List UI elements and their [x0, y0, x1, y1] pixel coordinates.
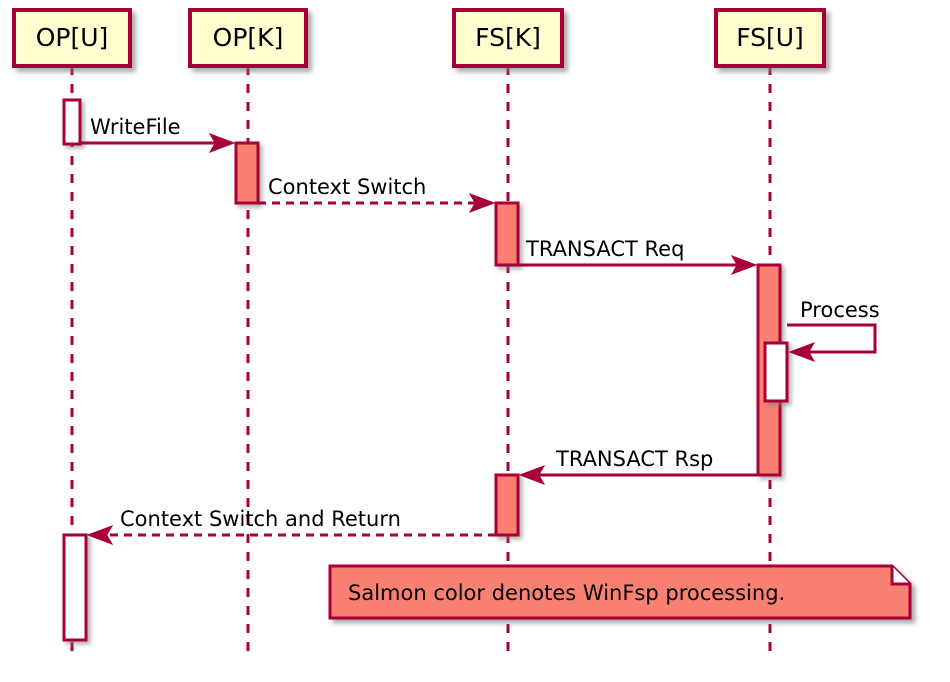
activation-bar-act-fs-u-2-nested [763, 341, 789, 403]
participant-op-k[interactable]: OP[K] [188, 8, 308, 68]
activation-bar-act-fs-k-1 [494, 201, 520, 267]
arrowhead [518, 465, 546, 485]
note-fold-corner-icon [890, 566, 910, 586]
message-label: Context Switch [268, 175, 426, 199]
note-body [328, 564, 912, 620]
arrowhead [788, 342, 816, 362]
notes-group: Salmon color denotes WinFsp processing. [328, 564, 912, 620]
participant-box [12, 8, 132, 68]
participant-box [452, 8, 564, 68]
message-label: Context Switch and Return [120, 507, 401, 531]
arrowhead [86, 525, 114, 545]
message-msg-context-switch[interactable]: Context Switch [258, 175, 496, 213]
participant-label: FS[K] [475, 23, 541, 52]
participants-group: OP[U] OP[K] FS[K] FS[U] [12, 8, 826, 68]
activation-bar-act-op-k-1 [234, 141, 260, 205]
participant-label: OP[K] [213, 23, 284, 52]
arrowhead [730, 255, 758, 275]
message-msg-process[interactable]: Process [787, 298, 880, 362]
participant-box [188, 8, 308, 68]
note-text: Salmon color denotes WinFsp processing. [348, 581, 785, 605]
participant-label: OP[U] [36, 23, 109, 52]
message-msg-transact-req[interactable]: TRANSACT Req [518, 237, 758, 275]
participant-op-u[interactable]: OP[U] [12, 8, 132, 68]
activation-bar-act-op-u-2 [62, 533, 88, 642]
message-label: TRANSACT Req [525, 237, 684, 261]
activation-bar-act-op-u-1 [62, 98, 82, 146]
arrowhead [208, 133, 236, 153]
participant-box [714, 8, 826, 68]
lifelines-group [70, 66, 772, 652]
participant-fs-u[interactable]: FS[U] [714, 8, 826, 68]
message-self-loop [787, 323, 877, 354]
message-msg-transact-rsp[interactable]: TRANSACT Rsp [518, 447, 758, 485]
message-msg-writefile[interactable]: WriteFile [80, 115, 236, 153]
message-label: TRANSACT Rsp [555, 447, 713, 471]
participant-fs-k[interactable]: FS[K] [452, 8, 564, 68]
message-label: Process [800, 298, 880, 322]
message-msg-context-switch-return[interactable]: Context Switch and Return [86, 507, 496, 545]
activations-group [62, 98, 789, 642]
note-note-salmon: Salmon color denotes WinFsp processing. [328, 564, 912, 620]
activation-bar-act-fs-k-2 [494, 473, 520, 537]
message-label: WriteFile [90, 115, 181, 139]
arrowhead [468, 193, 496, 213]
participant-label: FS[U] [736, 23, 804, 52]
